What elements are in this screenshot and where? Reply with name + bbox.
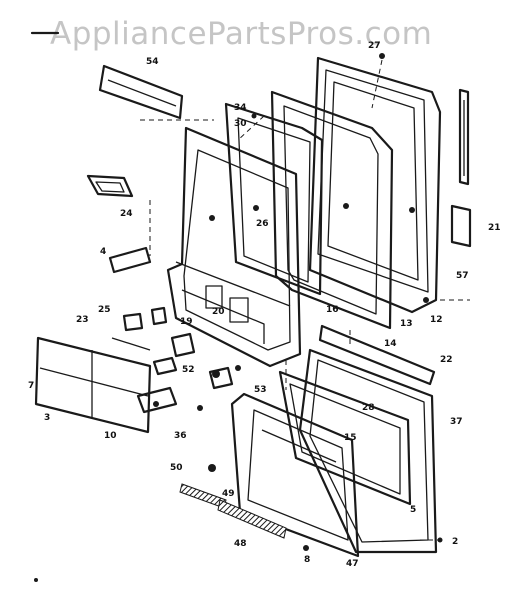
callout-23: 23 — [76, 315, 89, 325]
callout-12: 12 — [430, 315, 443, 325]
freezer-door-gasket — [270, 90, 394, 330]
kick-plate-grille-lower — [217, 499, 287, 539]
callout-53: 53 — [254, 385, 267, 395]
callout-19: 19 — [180, 317, 193, 327]
callout-52: 52 — [182, 365, 195, 375]
hinge-clips — [111, 306, 234, 414]
callout-22: 22 — [440, 355, 453, 365]
leader-lines — [149, 59, 470, 541]
callout-54: 54 — [146, 57, 159, 67]
callout-48: 48 — [234, 539, 247, 549]
callout-28: 28 — [362, 403, 375, 413]
callout-15: 15 — [344, 433, 357, 443]
callout-24: 24 — [120, 209, 133, 219]
callout-8: 8 — [304, 555, 310, 565]
callout-3: 3 — [44, 413, 50, 423]
callout-50a: 50 — [170, 463, 183, 473]
callout-5: 5 — [410, 505, 416, 515]
callout-10: 10 — [104, 431, 117, 441]
drawer-front-panel — [34, 336, 152, 434]
cabinet-shell — [166, 126, 302, 368]
callout-25: 25 — [98, 305, 111, 315]
callout-16: 16 — [326, 305, 339, 315]
callout-36: 36 — [174, 431, 187, 441]
callout-7: 7 — [28, 381, 34, 391]
callout-20: 20 — [212, 307, 225, 317]
vertical-trim-strip — [458, 88, 470, 186]
fresh-food-door-liner — [230, 392, 360, 558]
callout-37: 37 — [450, 417, 463, 427]
freezer-door-liner — [224, 102, 324, 296]
callout-21: 21 — [488, 223, 501, 233]
callout-26: 26 — [256, 219, 269, 229]
callout-57: 57 — [456, 271, 469, 281]
callout-27: 27 — [368, 41, 381, 51]
small-tray — [86, 174, 134, 198]
callout-14: 14 — [384, 339, 397, 349]
top-trim-piece — [98, 64, 214, 121]
freezer-door-outer — [308, 56, 442, 314]
fastener-screws — [34, 53, 443, 582]
callout-13: 13 — [400, 319, 413, 329]
callout-4: 4 — [100, 247, 106, 257]
door-shelf-strip — [318, 324, 436, 386]
fresh-food-door-outer — [298, 348, 438, 554]
hinge-bracket-left — [108, 246, 152, 274]
callout-47: 47 — [346, 559, 359, 569]
callout-49: 49 — [222, 489, 235, 499]
callout-2: 2 — [452, 537, 458, 547]
callout-30: 30 — [234, 119, 247, 129]
hinge-bracket-right — [450, 204, 472, 248]
callout-34: 34 — [234, 103, 247, 113]
part-callouts: 54 24 4 23 25 19 20 21 26 30 34 12 57 13… — [28, 41, 501, 569]
